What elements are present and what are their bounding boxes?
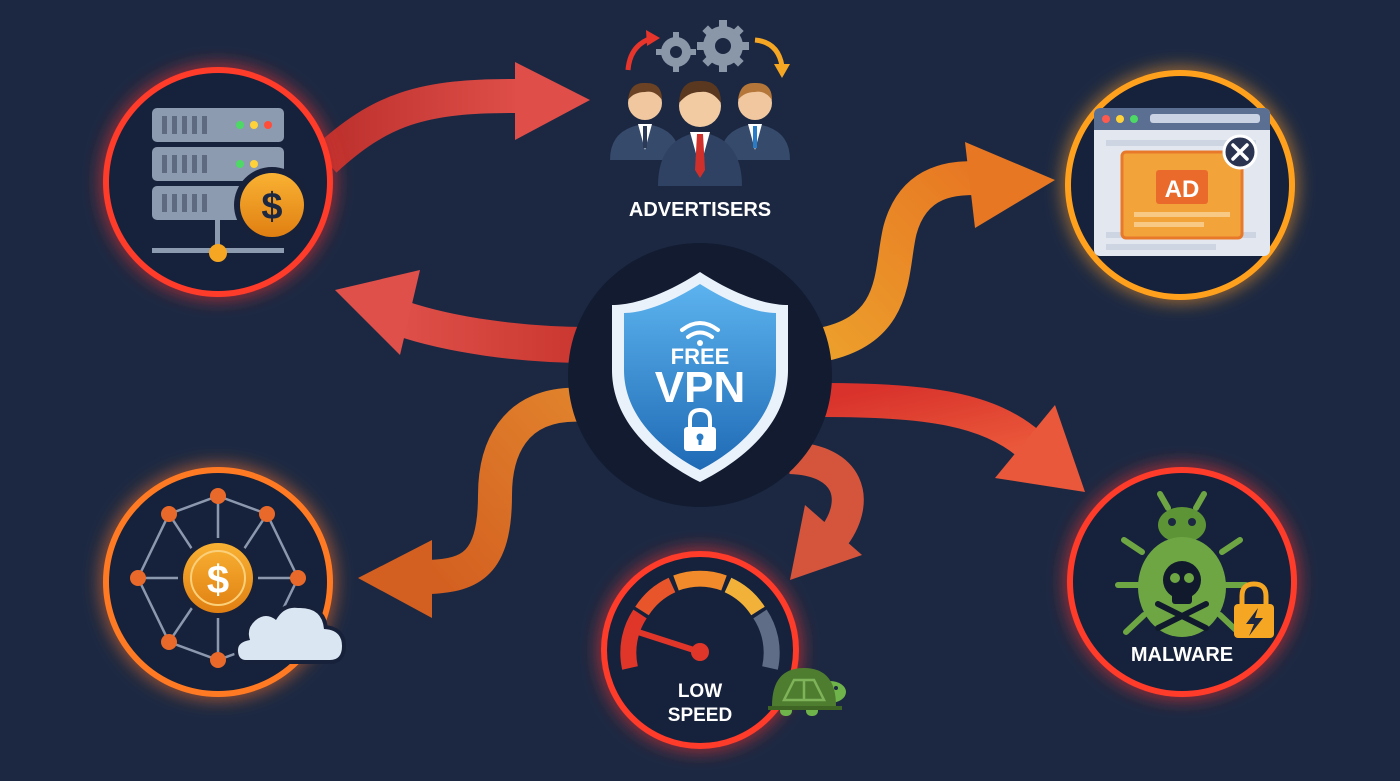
arrow-to-speed xyxy=(788,442,864,580)
shield-icon xyxy=(612,272,788,482)
money-network-node: $ xyxy=(103,467,347,697)
gears-icon xyxy=(656,20,749,72)
arrow-to-network xyxy=(358,387,587,618)
malware-node: MALWARE xyxy=(1067,467,1297,697)
dollar-coin-icon: $ xyxy=(178,538,258,618)
orange-curve-arrow-icon xyxy=(754,37,785,67)
cloud-icon xyxy=(233,603,347,664)
server-coin-symbol: $ xyxy=(261,186,282,228)
wifi-icon xyxy=(680,321,720,346)
arrow-to-ad xyxy=(816,142,1055,362)
speed-label-line2: SPEED xyxy=(668,705,732,726)
free-vpn-hub: FREE VPN xyxy=(568,243,832,507)
network-nodes xyxy=(130,488,306,668)
malware-label: MALWARE xyxy=(1131,644,1233,666)
network-coin-symbol: $ xyxy=(207,558,229,602)
server-money-node: $ xyxy=(103,67,333,297)
turtle-icon xyxy=(768,668,846,716)
businessman-right-icon xyxy=(720,82,790,160)
speed-label-line1: LOW xyxy=(678,681,722,702)
advertisers-node: ADVERTISERS xyxy=(610,20,790,221)
ad-label: AD xyxy=(1165,176,1200,203)
arrow-to-advertisers xyxy=(313,62,590,173)
padlock-lightning-icon xyxy=(1234,581,1274,638)
speedometer-icon xyxy=(620,570,780,670)
businessman-center-icon xyxy=(658,80,742,186)
free-label: FREE xyxy=(671,344,730,369)
speed-needle xyxy=(635,629,709,661)
low-speed-node: LOW SPEED xyxy=(601,551,846,749)
lock-icon xyxy=(684,407,716,451)
skull-crossbones-icon xyxy=(1155,561,1209,631)
dollar-coin-icon: $ xyxy=(234,167,310,243)
vpn-label: VPN xyxy=(655,363,745,412)
close-icon xyxy=(1222,134,1258,170)
ad-popup-node: AD xyxy=(1065,70,1295,300)
arrow-to-server xyxy=(335,270,591,363)
arrow-to-malware xyxy=(824,383,1085,492)
ad-banner: AD xyxy=(1120,150,1244,240)
advertisers-label: ADVERTISERS xyxy=(629,199,771,221)
businessman-left-icon xyxy=(610,82,680,160)
